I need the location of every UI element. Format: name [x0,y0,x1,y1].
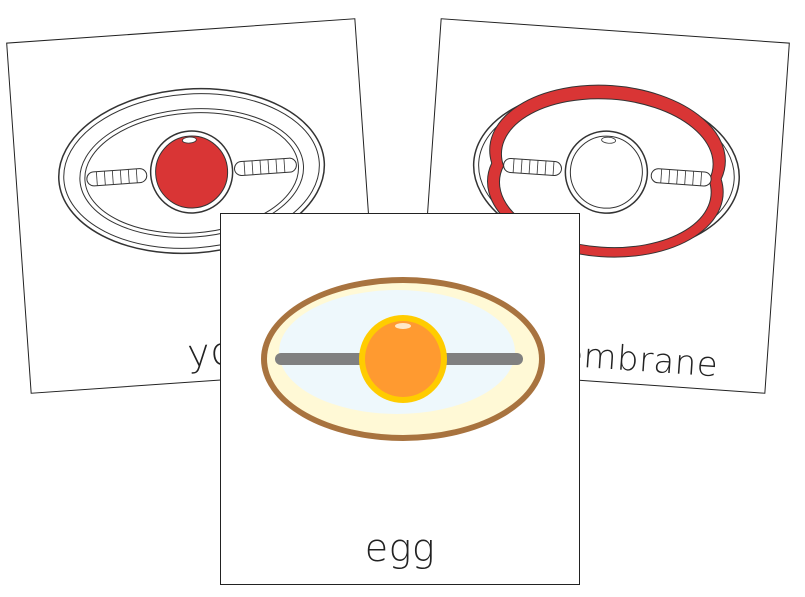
egg-diagram-yolk-icon [58,87,326,255]
card-membrane[interactable]: membrane [416,18,790,394]
card-egg-label: egg [364,526,436,570]
egg-diagram-membrane-icon [472,84,740,258]
card-yolk[interactable]: yolk [6,18,380,394]
card-egg[interactable]: egg [220,213,580,585]
egg-diagram-color-icon [261,277,545,441]
